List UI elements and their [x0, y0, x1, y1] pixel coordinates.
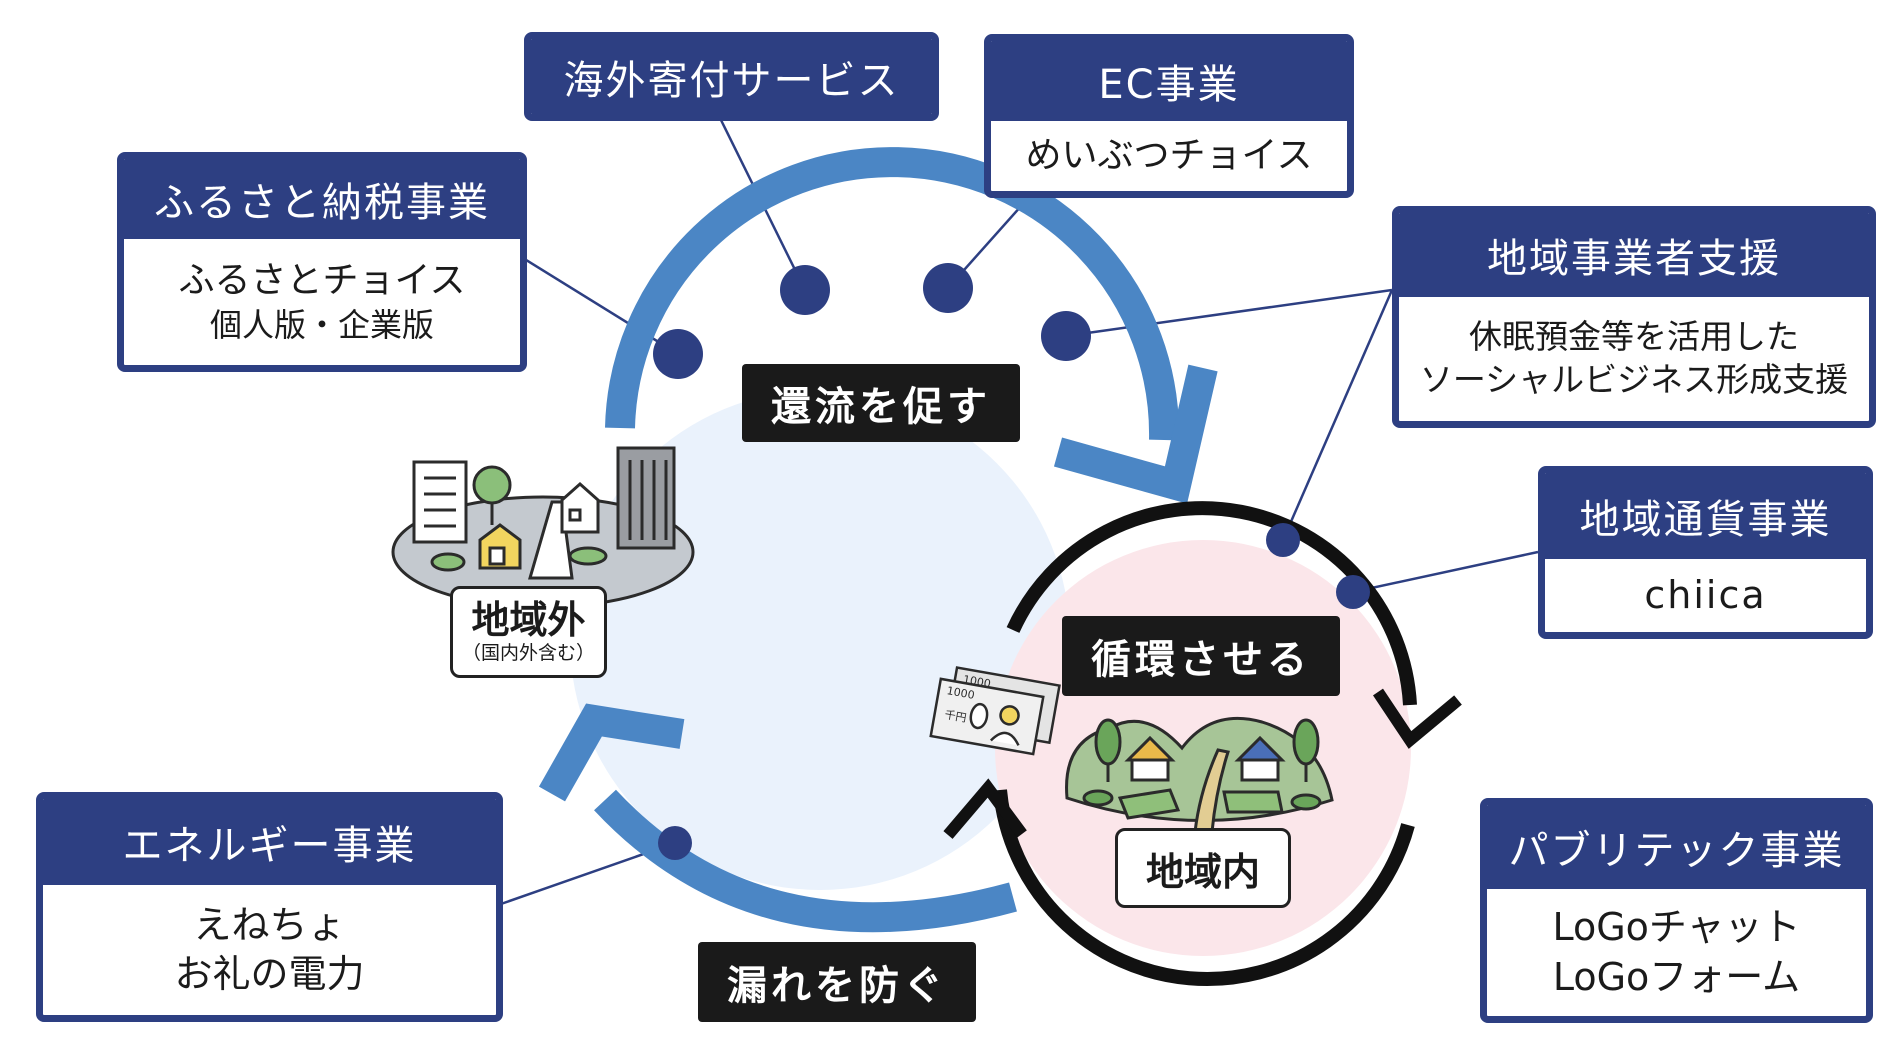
pubtech-body: LoGoチャット LoGoフォーム: [1487, 889, 1866, 1016]
return-flow-tag: 還流を促す: [742, 364, 1020, 442]
furusato-card: ふるさと納税事業 ふるさとチョイス 個人版・企業版: [117, 152, 527, 372]
ec-card: EC事業 めいぶつチョイス: [984, 34, 1354, 198]
return-flow-arrowhead: [1053, 364, 1218, 504]
pubtech-line-1: LoGoチャット: [1552, 905, 1801, 950]
village-illustration: [1065, 716, 1334, 834]
outside-region-label: 地域外 （国内外含む）: [450, 586, 607, 678]
currency-card: 地域通貨事業 chiica: [1538, 466, 1873, 639]
circulate-tag: 循環させる: [1062, 616, 1340, 696]
energy-card: エネルギー事業 えねちょ お礼の電力: [36, 792, 503, 1022]
pubtech-card: パブリテック事業 LoGoチャット LoGoフォーム: [1480, 798, 1873, 1023]
energy-title: エネルギー事業: [43, 799, 496, 885]
outside-region-note: （国内外含む）: [461, 641, 595, 664]
furusato-line-1: ふるさとチョイス: [178, 259, 466, 301]
circulation-arrowhead-right: [1373, 688, 1462, 749]
circulation-arc-bottom: [993, 789, 1415, 987]
ec-body: めいぶつチョイス: [991, 121, 1347, 191]
furusato-body: ふるさとチョイス 個人版・企業版: [124, 239, 520, 365]
overseas-title: 海外寄付サービス: [531, 39, 932, 114]
pubtech-line-2: LoGoフォーム: [1552, 954, 1801, 999]
connection-dots: [653, 263, 1370, 860]
outside-region-name: 地域外: [471, 597, 586, 642]
furusato-title: ふるさと納税事業: [124, 159, 520, 239]
ec-line-1: めいぶつチョイス: [1025, 134, 1313, 176]
inside-region-name: 地域内: [1145, 849, 1260, 894]
leak-prevention-arc: [594, 789, 1017, 933]
banknote-label: 千円: [944, 708, 968, 725]
energy-line-2: お礼の電力: [174, 952, 365, 996]
prevent-leak-tag: 漏れを防ぐ: [698, 942, 976, 1022]
banknote-denomination: 1000: [946, 684, 976, 702]
city-illustration: [391, 446, 695, 609]
circulation-arc-right: [1006, 501, 1417, 706]
energy-body: えねちょ お礼の電力: [43, 885, 496, 1015]
banknote-illustration: 1000 1000 千円: [929, 666, 1061, 756]
outside-region-fill: [570, 390, 1070, 890]
currency-title: 地域通貨事業: [1545, 473, 1866, 559]
overseas-card: 海外寄付サービス: [524, 32, 939, 121]
ec-title: EC事業: [991, 41, 1347, 121]
regional-support-card: 地域事業者支援 休眠預金等を活用した ソーシャルビジネス形成支援: [1392, 206, 1876, 428]
regional-support-body: 休眠預金等を活用した ソーシャルビジネス形成支援: [1399, 297, 1869, 421]
leak-prevention-arrowhead: [538, 703, 685, 802]
currency-line-1: chiica: [1644, 572, 1767, 617]
pubtech-title: パブリテック事業: [1487, 805, 1866, 889]
return-flow-arc: [605, 146, 1180, 441]
currency-body: chiica: [1545, 559, 1866, 632]
regional-support-line-2: ソーシャルビジネス形成支援: [1419, 360, 1849, 399]
furusato-line-2: 個人版・企業版: [209, 305, 434, 344]
regional-support-line-1: 休眠預金等を活用した: [1469, 317, 1799, 357]
energy-line-1: えねちょ: [193, 902, 346, 947]
inside-region-label: 地域内: [1115, 828, 1291, 908]
circulation-arrowhead-left: [943, 778, 1027, 839]
regional-support-title: 地域事業者支援: [1399, 213, 1869, 297]
